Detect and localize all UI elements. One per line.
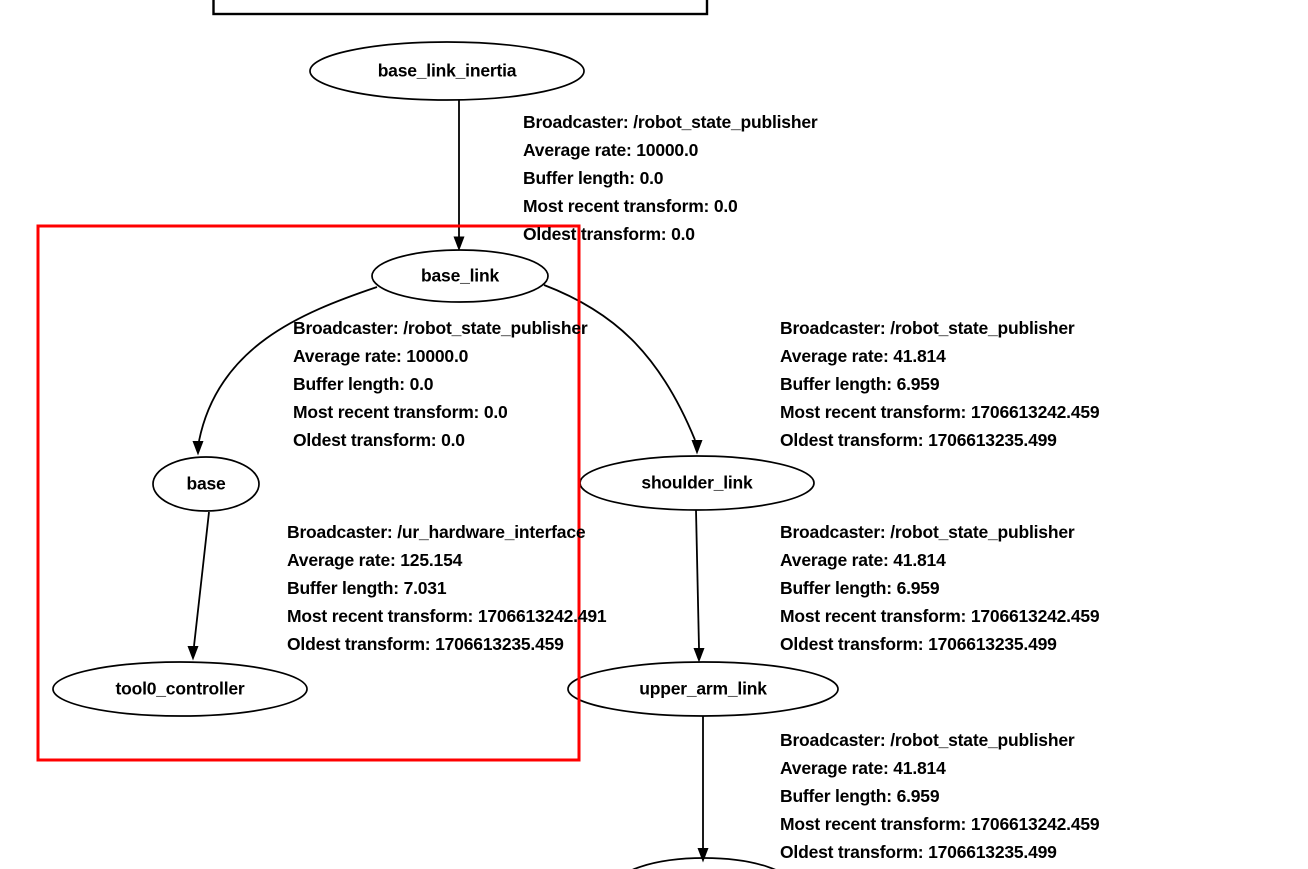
edge-label-line: Broadcaster: /robot_state_publisher bbox=[293, 318, 588, 338]
edge-label-line: Oldest transform: 1706613235.459 bbox=[287, 634, 564, 654]
node-label-base-link-inertia: base_link_inertia bbox=[377, 60, 517, 81]
edge-label-line: Most recent transform: 0.0 bbox=[293, 402, 508, 422]
arrowhead-into-shoulder-link bbox=[691, 440, 703, 455]
edge-label-line: Oldest transform: 0.0 bbox=[293, 430, 465, 450]
edge-label-line: Buffer length: 6.959 bbox=[780, 374, 940, 394]
edge-label-line: Buffer length: 6.959 bbox=[780, 786, 940, 806]
truncated-legend-box bbox=[212, 0, 709, 16]
edge-label-line: Broadcaster: /robot_state_publisher bbox=[780, 522, 1075, 542]
edge-label-line: Most recent transform: 1706613242.459 bbox=[780, 402, 1100, 422]
edge-label-base-link-to-base: Broadcaster: /robot_state_publisher Aver… bbox=[293, 314, 588, 454]
node-label-tool0-controller: tool0_controller bbox=[115, 678, 245, 699]
node-ellipse-base-link-inertia bbox=[309, 41, 585, 101]
edge-label-line: Oldest transform: 1706613235.499 bbox=[780, 430, 1057, 450]
edge-label-base-to-tool0-controller: Broadcaster: /ur_hardware_interface Aver… bbox=[287, 518, 607, 658]
node-ellipse-base bbox=[152, 456, 260, 512]
edge-base-to-tool0-controller bbox=[193, 511, 210, 647]
edge-label-base-link-to-shoulder-link: Broadcaster: /robot_state_publisher Aver… bbox=[780, 314, 1100, 454]
highlight-rectangle bbox=[36, 224, 581, 762]
edge-base-link-to-base bbox=[198, 286, 378, 442]
node-label-base: base bbox=[186, 473, 226, 494]
edge-label-line: Oldest transform: 1706613235.499 bbox=[780, 634, 1057, 654]
edge-base-link-to-shoulder-link bbox=[543, 284, 696, 441]
edge-label-line: Oldest transform: 0.0 bbox=[523, 224, 695, 244]
arrowhead-into-base bbox=[192, 441, 204, 456]
node-ellipse-tool0-controller bbox=[52, 661, 308, 717]
edge-label-line: Buffer length: 6.959 bbox=[780, 578, 940, 598]
edge-label-line: Average rate: 10000.0 bbox=[523, 140, 699, 160]
edge-shoulder-link-to-upper-arm-link bbox=[695, 509, 700, 649]
edge-label-line: Buffer length: 0.0 bbox=[523, 168, 664, 188]
edge-label-line: Broadcaster: /robot_state_publisher bbox=[780, 318, 1075, 338]
edge-label-line: Buffer length: 7.031 bbox=[287, 578, 447, 598]
edge-label-line: Average rate: 41.814 bbox=[780, 758, 946, 778]
edge-label-line: Buffer length: 0.0 bbox=[293, 374, 434, 394]
edge-label-base-link-inertia-to-base-link: Broadcaster: /robot_state_publisher Aver… bbox=[523, 108, 818, 248]
edge-label-line: Most recent transform: 1706613242.491 bbox=[287, 606, 607, 626]
edge-label-line: Most recent transform: 1706613242.459 bbox=[780, 814, 1100, 834]
edge-label-line: Average rate: 10000.0 bbox=[293, 346, 469, 366]
node-ellipse-base-link bbox=[371, 249, 549, 303]
edge-label-line: Average rate: 125.154 bbox=[287, 550, 463, 570]
edge-label-line: Broadcaster: /robot_state_publisher bbox=[523, 112, 818, 132]
arrowhead-into-tool0-controller bbox=[187, 646, 199, 661]
node-label-upper-arm-link: upper_arm_link bbox=[639, 678, 767, 699]
arrowhead-into-upper-arm-link bbox=[693, 648, 705, 663]
edge-label-line: Average rate: 41.814 bbox=[780, 346, 946, 366]
arrowhead-into-bottom-node bbox=[697, 848, 709, 863]
arrowhead-into-base-link bbox=[453, 236, 465, 251]
edge-label-line: Average rate: 41.814 bbox=[780, 550, 946, 570]
edge-label-upper-arm-link-to-bottom: Broadcaster: /robot_state_publisher Aver… bbox=[780, 726, 1100, 866]
node-label-shoulder-link: shoulder_link bbox=[641, 472, 753, 493]
node-label-base-link: base_link bbox=[421, 265, 499, 286]
edge-label-shoulder-link-to-upper-arm-link: Broadcaster: /robot_state_publisher Aver… bbox=[780, 518, 1100, 658]
edge-label-line: Broadcaster: /ur_hardware_interface bbox=[287, 522, 586, 542]
edge-label-line: Most recent transform: 1706613242.459 bbox=[780, 606, 1100, 626]
edge-label-line: Broadcaster: /robot_state_publisher bbox=[780, 730, 1075, 750]
edge-label-line: Most recent transform: 0.0 bbox=[523, 196, 738, 216]
edge-label-line: Oldest transform: 1706613235.499 bbox=[780, 842, 1057, 862]
